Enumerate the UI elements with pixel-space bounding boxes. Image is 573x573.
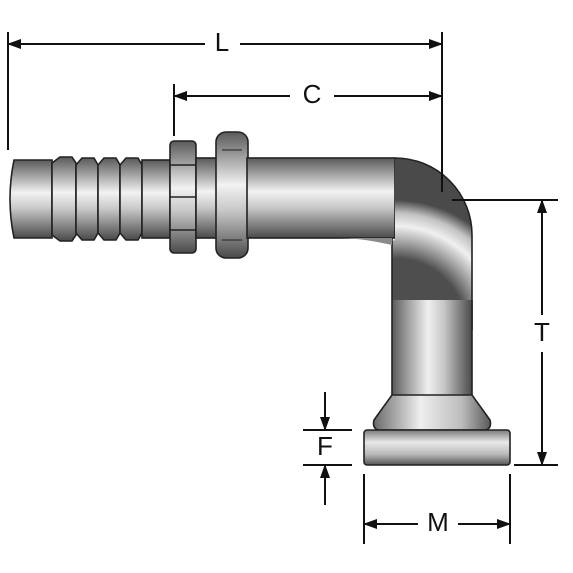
elbow-vertical-tube	[392, 300, 472, 395]
barb	[51, 156, 77, 242]
dimension-label-m: M	[427, 507, 449, 537]
fitting-neck	[195, 157, 219, 239]
inner-bend	[247, 238, 392, 245]
fitting-collar	[215, 131, 249, 259]
barb	[119, 157, 143, 241]
hose-fitting	[9, 131, 511, 466]
dimension-lines	[7, 32, 558, 544]
hose-insert-tip	[9, 159, 53, 239]
flange-plate	[363, 429, 511, 466]
elbow-bend-outline	[394, 157, 473, 330]
hex-nut	[169, 140, 197, 254]
dimension-label-c: C	[303, 79, 322, 109]
dimension-label-l: L	[215, 27, 229, 57]
insert-shoulder	[141, 159, 171, 239]
elbow-horizontal-tube	[246, 157, 396, 239]
flange-cone	[372, 394, 492, 431]
dimension-label-f: F	[317, 431, 333, 461]
barb	[75, 157, 99, 241]
dimension-labels: L C T F M	[215, 27, 550, 537]
dimension-label-t: T	[534, 317, 550, 347]
barb	[97, 157, 121, 241]
hose-barbs	[51, 156, 171, 242]
